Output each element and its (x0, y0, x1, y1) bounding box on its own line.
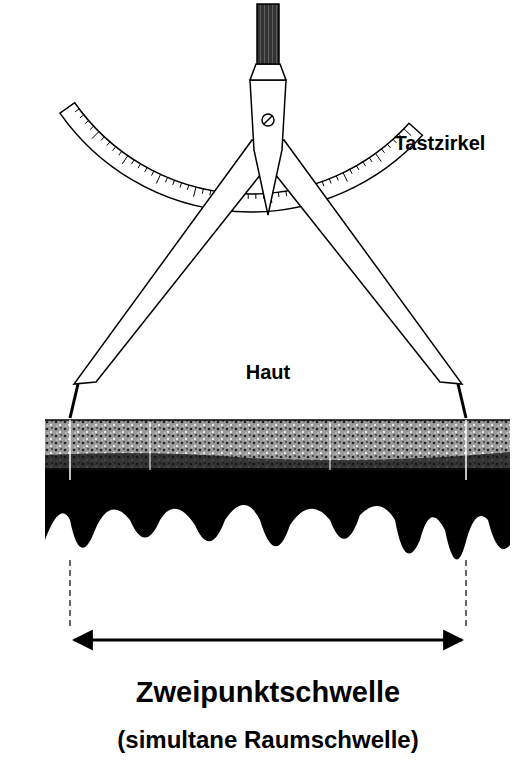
scale-tick (131, 160, 134, 164)
instrument-label: Tastzirkel (395, 132, 486, 155)
scale-tick (194, 187, 197, 197)
scale-tick (145, 168, 147, 172)
scale-tick (180, 183, 182, 188)
scale-tick (350, 169, 352, 173)
scale-tick (336, 176, 338, 181)
scale-tick (202, 189, 203, 194)
scale-tick (363, 162, 366, 166)
scale-tick (166, 177, 168, 182)
scale-tick (255, 194, 256, 199)
scale-tick (80, 115, 84, 118)
scale-tick (329, 179, 331, 184)
scale-tick (387, 144, 390, 148)
scale-tick (381, 149, 384, 153)
scale-tick (138, 164, 141, 168)
measure-sublabel: (simultane Raumschwelle) (117, 726, 418, 754)
tissue-label: Haut (246, 361, 290, 384)
scale-tick (409, 123, 413, 126)
scale-tick (101, 137, 104, 141)
scale-tick (356, 166, 358, 170)
measure-label: Zweipunktschwelle (136, 676, 400, 709)
scale-tick (92, 132, 99, 139)
scale-tick (107, 142, 110, 146)
scale-tick (322, 181, 324, 186)
scale-tick (90, 126, 94, 129)
scale-tick (85, 121, 89, 124)
scale-tick (209, 190, 211, 195)
skin-section (45, 420, 510, 559)
scale-tick (187, 185, 188, 190)
scale-tick (369, 158, 372, 162)
scale-tick (119, 151, 122, 155)
scale-tick (343, 173, 347, 182)
scale-tick (248, 194, 249, 199)
scale-tick (285, 191, 287, 196)
scale-tick (278, 192, 280, 197)
scale-tick (375, 153, 381, 161)
scale-tick (156, 174, 160, 183)
guide-line (465, 560, 466, 628)
compass (70, 4, 466, 418)
scale-tick (75, 109, 79, 112)
scale-tick (173, 180, 175, 185)
scale-tick (152, 171, 154, 175)
dimension-arrow (74, 639, 462, 642)
scale-tick (122, 156, 128, 164)
guide-line (69, 560, 70, 628)
scale-tick (113, 147, 116, 151)
scale-tick (67, 103, 75, 109)
